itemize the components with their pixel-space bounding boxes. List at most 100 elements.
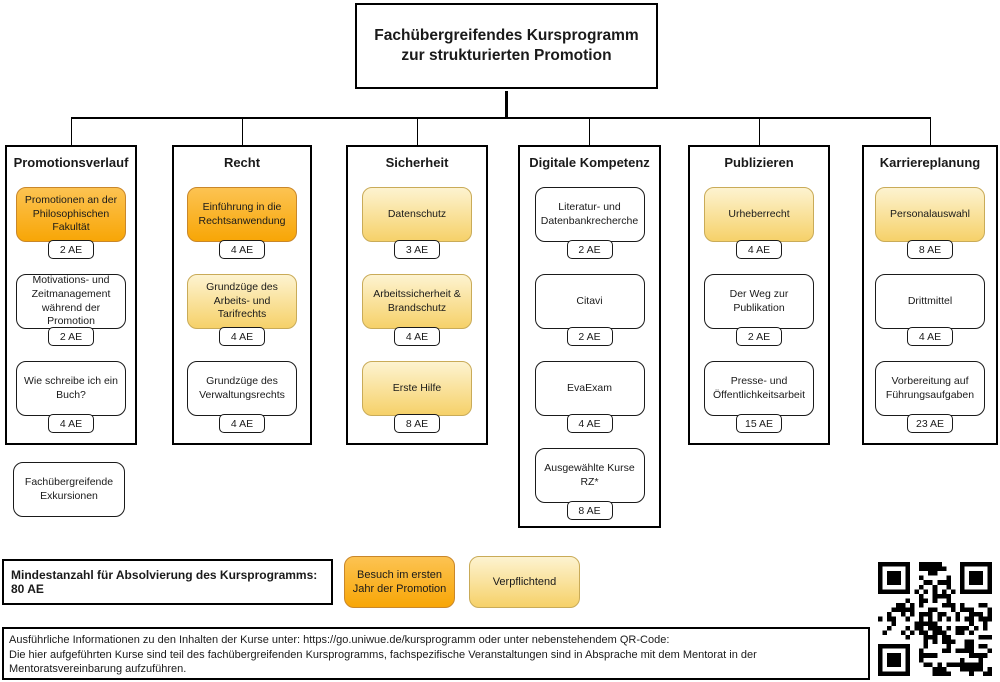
course-label: Grundzüge des Arbeits- und Tarifrechts bbox=[206, 281, 278, 321]
ae-badge: 3 AE bbox=[394, 240, 440, 259]
course-item: Urheberrecht 4 AE bbox=[690, 187, 828, 259]
ae-badge: 23 AE bbox=[907, 414, 953, 433]
connector-drop bbox=[242, 119, 243, 145]
course-box: Grundzüge des Arbeits- und Tarifrechts bbox=[187, 274, 297, 329]
course-item: Vorbereitung auf Führungsaufgaben 23 AE bbox=[864, 361, 996, 433]
minimum-ae-text: Mindestanzahl für Absolvierung des Kursp… bbox=[11, 568, 318, 596]
legend-first-year: Besuch im ersten Jahr der Promotion bbox=[344, 556, 455, 608]
course-list: Personalauswahl 8 AE Drittmittel 4 AE Vo… bbox=[864, 187, 996, 433]
connector-stem bbox=[505, 91, 508, 118]
category-title: Recht bbox=[223, 155, 261, 170]
connector-drop bbox=[930, 119, 931, 145]
course-box: Literatur- und Datenbankrecherche bbox=[534, 187, 645, 242]
category-column: Digitale Kompetenz Literatur- und Datenb… bbox=[518, 145, 661, 528]
course-label: Vorbereitung auf Führungsaufgaben bbox=[885, 374, 975, 401]
course-box: Presse- und Öffentlichkeitsarbeit bbox=[704, 361, 814, 416]
course-list: Datenschutz 3 AE Arbeitssicherheit & Bra… bbox=[348, 187, 486, 433]
course-box: Wie schreibe ich ein Buch? bbox=[16, 361, 126, 416]
category-column: Recht Einführung in die Rechtsanwendung … bbox=[172, 145, 312, 445]
category-column: Promotionsverlauf Promotionen an der Phi… bbox=[5, 145, 137, 445]
course-label: Datenschutz bbox=[387, 207, 447, 220]
course-label: Arbeitssicherheit & Brandschutz bbox=[373, 287, 461, 314]
course-item: EvaExam 4 AE bbox=[520, 361, 659, 433]
course-label: Grundzüge des Verwaltungsrechts bbox=[199, 374, 285, 401]
category-column: Publizieren Urheberrecht 4 AE Der Weg zu… bbox=[688, 145, 830, 445]
connector-drop bbox=[759, 119, 760, 145]
legend-mandatory: Verpflichtend bbox=[469, 556, 580, 608]
legend-label: Verpflichtend bbox=[492, 575, 557, 588]
course-label: Urheberrecht bbox=[728, 207, 790, 220]
course-label: Wie schreibe ich ein Buch? bbox=[24, 374, 118, 401]
course-item: Wie schreibe ich ein Buch? 4 AE bbox=[7, 361, 135, 433]
course-label: Erste Hilfe bbox=[392, 381, 442, 394]
course-label: Personalauswahl bbox=[890, 207, 970, 220]
course-label: Presse- und Öffentlichkeitsarbeit bbox=[712, 374, 806, 401]
course-box: Motivations- und Zeitmanagement während … bbox=[16, 274, 126, 329]
qr-code bbox=[878, 562, 992, 676]
category-title: Karriereplanung bbox=[879, 155, 981, 170]
legend-label: Besuch im ersten Jahr der Promotion bbox=[352, 568, 447, 595]
course-item: Citavi 2 AE bbox=[520, 274, 659, 346]
ae-badge: 8 AE bbox=[394, 414, 440, 433]
ae-badge: 2 AE bbox=[736, 327, 782, 346]
course-item: Ausgewählte Kurse RZ* 8 AE bbox=[520, 448, 659, 520]
course-item: Datenschutz 3 AE bbox=[348, 187, 486, 259]
ae-badge: 4 AE bbox=[219, 414, 265, 433]
ae-badge: 2 AE bbox=[48, 327, 94, 346]
course-item: Presse- und Öffentlichkeitsarbeit 15 AE bbox=[690, 361, 828, 433]
course-box: Personalauswahl bbox=[875, 187, 985, 242]
course-item: Grundzüge des Verwaltungsrechts 4 AE bbox=[174, 361, 310, 433]
standalone-course-box: Fachübergreifende Exkursionen bbox=[13, 462, 125, 517]
course-box: Urheberrecht bbox=[704, 187, 814, 242]
course-label: Promotionen an der Philosophischen Fakul… bbox=[24, 194, 118, 234]
course-box: Der Weg zur Publikation bbox=[704, 274, 814, 329]
course-item: Der Weg zur Publikation 2 AE bbox=[690, 274, 828, 346]
course-box: Citavi bbox=[534, 274, 645, 329]
ae-badge: 2 AE bbox=[48, 240, 94, 259]
footer-line-2: Die hier aufgeführten Kurse sind teil de… bbox=[9, 648, 757, 661]
footer-line-3: Mentoratsvereinbarung aufzuführen. bbox=[9, 663, 187, 676]
ae-badge: 8 AE bbox=[566, 501, 613, 520]
course-box: Grundzüge des Verwaltungsrechts bbox=[187, 361, 297, 416]
ae-badge: 4 AE bbox=[566, 414, 613, 433]
category-title: Promotionsverlauf bbox=[13, 155, 129, 170]
connector-drop bbox=[417, 119, 418, 145]
ae-badge: 4 AE bbox=[219, 240, 265, 259]
footer-line-1: Ausführliche Informationen zu den Inhalt… bbox=[9, 634, 670, 646]
course-box: Einführung in die Rechtsanwendung bbox=[187, 187, 297, 242]
course-list: Promotionen an der Philosophischen Fakul… bbox=[7, 187, 135, 433]
course-label: EvaExam bbox=[567, 381, 612, 394]
connector-drop bbox=[589, 119, 590, 145]
category-title: Digitale Kompetenz bbox=[529, 155, 650, 170]
course-item: Grundzüge des Arbeits- und Tarifrechts 4… bbox=[174, 274, 310, 346]
course-box: Vorbereitung auf Führungsaufgaben bbox=[875, 361, 985, 416]
course-label: Fachübergreifende Exkursionen bbox=[24, 475, 114, 502]
course-list: Einführung in die Rechtsanwendung 4 AE G… bbox=[174, 187, 310, 433]
course-list: Urheberrecht 4 AE Der Weg zur Publikatio… bbox=[690, 187, 828, 433]
course-item: Arbeitssicherheit & Brandschutz 4 AE bbox=[348, 274, 486, 346]
course-label: Motivations- und Zeitmanagement während … bbox=[31, 274, 111, 328]
ae-badge: 8 AE bbox=[907, 240, 953, 259]
course-box: Erste Hilfe bbox=[362, 361, 472, 416]
ae-badge: 4 AE bbox=[394, 327, 440, 346]
course-item: Motivations- und Zeitmanagement während … bbox=[7, 274, 135, 346]
course-box: Promotionen an der Philosophischen Fakul… bbox=[16, 187, 126, 242]
connector-drop bbox=[71, 119, 72, 145]
ae-badge: 2 AE bbox=[566, 240, 613, 259]
category-column: Karriereplanung Personalauswahl 8 AE Dri… bbox=[862, 145, 998, 445]
course-item: Personalauswahl 8 AE bbox=[864, 187, 996, 259]
course-box: EvaExam bbox=[534, 361, 645, 416]
ae-badge: 4 AE bbox=[48, 414, 94, 433]
course-item: Literatur- und Datenbankrecherche 2 AE bbox=[520, 187, 659, 259]
course-item: Einführung in die Rechtsanwendung 4 AE bbox=[174, 187, 310, 259]
course-box: Arbeitssicherheit & Brandschutz bbox=[362, 274, 472, 329]
course-label: Literatur- und Datenbankrecherche bbox=[540, 200, 639, 227]
category-column: Sicherheit Datenschutz 3 AE Arbeitssiche… bbox=[346, 145, 488, 445]
ae-badge: 15 AE bbox=[736, 414, 782, 433]
course-box: Ausgewählte Kurse RZ* bbox=[534, 448, 645, 503]
course-label: Drittmittel bbox=[907, 294, 953, 307]
course-box: Drittmittel bbox=[875, 274, 985, 329]
category-title: Sicherheit bbox=[385, 155, 449, 170]
course-item: Drittmittel 4 AE bbox=[864, 274, 996, 346]
